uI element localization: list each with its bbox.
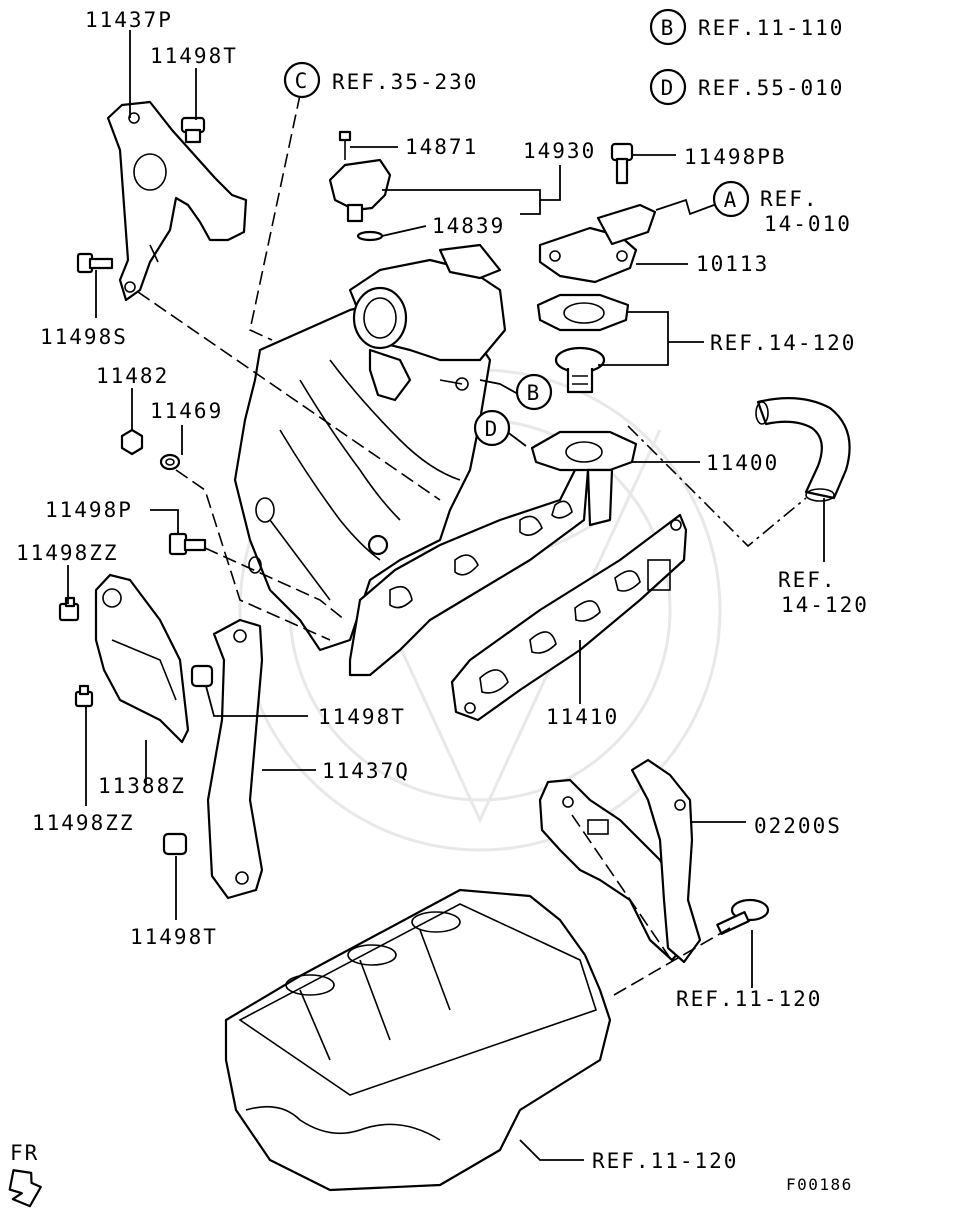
label-ref-11-110: REF.11-110 <box>698 16 844 40</box>
hose <box>755 397 851 502</box>
label-ref-14-120-b2: 14-120 <box>781 593 869 617</box>
callout-B-top-letter: B <box>661 16 676 40</box>
stay-11437Q <box>206 618 264 900</box>
part-labels: 11437P 11498T REF.35-230 14871 14930 114… <box>10 8 869 1194</box>
callout-C-letter: C <box>295 69 310 93</box>
bracket-02200S <box>538 758 702 964</box>
label-10113: 10113 <box>696 252 769 276</box>
callout-C: C <box>283 61 321 99</box>
label-ref-14-120-a: REF.14-120 <box>710 331 856 355</box>
manifold-gasket-11410 <box>450 513 688 722</box>
label-11498T-low: 11498T <box>130 925 218 949</box>
bracket-11437P <box>106 100 248 302</box>
callout-D-mid-letter: D <box>485 417 500 441</box>
label-ref-55-010: REF.55-010 <box>698 76 844 100</box>
bolt-11498T-top <box>180 116 206 144</box>
callout-A: A <box>712 180 750 218</box>
bolt-11498PB <box>610 142 634 185</box>
bolt-11498S <box>76 252 114 274</box>
label-11437P: 11437P <box>85 8 173 32</box>
water-outlet-10113 <box>538 203 657 284</box>
label-ref-35-230: REF.35-230 <box>332 70 478 94</box>
callout-D-top-letter: D <box>661 76 676 100</box>
callout-B-mid: B <box>515 373 553 411</box>
label-11498ZZ-b: 11498ZZ <box>32 811 135 835</box>
callout-D-mid: D <box>473 409 511 447</box>
thermostat-housing-11400 <box>530 430 638 527</box>
nut-11482 <box>120 428 144 456</box>
label-11498S: 11498S <box>40 325 128 349</box>
label-11469: 11469 <box>150 399 223 423</box>
bolt-ref-11-120 <box>716 898 770 935</box>
label-fr: FR <box>10 1141 39 1165</box>
label-14871: 14871 <box>405 135 478 159</box>
leader-lines <box>67 30 825 1161</box>
label-11410: 11410 <box>546 705 619 729</box>
label-11437Q: 11437Q <box>322 759 410 783</box>
callout-B-mid-letter: B <box>527 381 542 405</box>
label-ref-11-120-a: REF.11-120 <box>676 987 822 1011</box>
label-11498ZZ-a: 11498ZZ <box>16 541 119 565</box>
label-11482: 11482 <box>96 364 169 388</box>
label-02200S: 02200S <box>754 814 842 838</box>
label-ref-a-2: 14-010 <box>764 212 852 236</box>
callout-D-top: D <box>649 68 687 106</box>
label-ref-14-120-b1: REF. <box>778 568 837 592</box>
label-11400: 11400 <box>706 451 779 475</box>
bolt-11498T-low <box>162 832 188 856</box>
dashed-lines <box>137 94 807 996</box>
label-11388Z: 11388Z <box>98 774 186 798</box>
label-figure-code: F00186 <box>786 1175 853 1194</box>
gasket <box>536 293 630 332</box>
sensor-14930 <box>328 158 392 223</box>
bolt-11498T-mid <box>190 664 214 688</box>
callout-B-top: B <box>649 8 687 46</box>
callout-A-letter: A <box>724 188 739 212</box>
label-ref-11-120-b: REF.11-120 <box>592 1149 738 1173</box>
oring-14839 <box>356 230 384 242</box>
bolt-11498P <box>168 532 207 556</box>
label-14839: 14839 <box>432 214 505 238</box>
bolt-11498ZZ-top <box>58 596 80 622</box>
label-11498T-mid: 11498T <box>318 705 406 729</box>
thermostat <box>554 346 606 394</box>
screw-14871 <box>338 130 352 160</box>
front-arrow-icon <box>8 1169 42 1208</box>
label-11498P: 11498P <box>45 498 133 522</box>
label-11498T-top: 11498T <box>150 44 238 68</box>
label-ref-a-1: REF. <box>760 187 819 211</box>
label-11498PB: 11498PB <box>684 145 787 169</box>
label-14930: 14930 <box>523 139 596 163</box>
bracket-11388Z <box>94 573 190 744</box>
bolt-11498ZZ-bottom <box>74 684 94 708</box>
intake-manifold <box>233 243 590 677</box>
oil-pan <box>224 888 612 1192</box>
washer-11469 <box>159 453 181 471</box>
